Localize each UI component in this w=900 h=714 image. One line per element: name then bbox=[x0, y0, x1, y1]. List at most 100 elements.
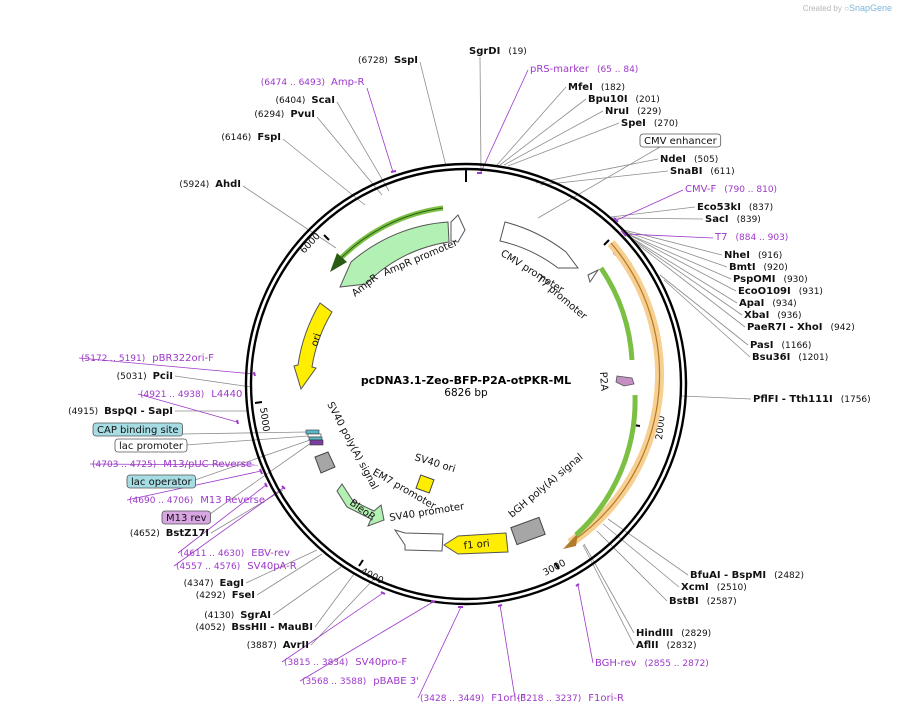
primer-sv40pa-r: (4557 .. 4576) SV40pA-R bbox=[176, 561, 297, 572]
leader-line bbox=[611, 217, 704, 220]
enzyme-fsei: FseI(4292) bbox=[196, 590, 255, 601]
leader-line bbox=[659, 274, 749, 346]
leader-line bbox=[537, 146, 661, 219]
primer-cmv-f: CMV-F(790 .. 810) bbox=[685, 184, 777, 195]
ampr-feature bbox=[339, 221, 450, 288]
feature-box-bg bbox=[126, 474, 196, 489]
enzyme-bspqi-sapi: BspQI - SapI(4915) bbox=[68, 406, 173, 417]
enzyme-hindiii: HindIII(2829) bbox=[636, 628, 711, 639]
lac-operator-feature bbox=[308, 436, 323, 441]
feature-box-lac-operator: lac operator bbox=[126, 474, 196, 489]
feature-box-lac-promoter: lac promoter bbox=[114, 438, 188, 453]
enzyme-name: NruI bbox=[605, 106, 629, 117]
sv40-ori-label: SV40 ori bbox=[413, 452, 456, 475]
enzyme-name: AhdI bbox=[215, 179, 241, 190]
leader-line bbox=[78, 357, 255, 375]
primer-name: SV40pro-F bbox=[355, 657, 407, 668]
enzyme-name: XbaI bbox=[744, 310, 769, 321]
feature-box-text: lac promoter bbox=[119, 441, 184, 452]
plasmid-name: pcDNA3.1-Zeo-BFP-P2A-otPKR-ML bbox=[361, 374, 571, 387]
leader-line bbox=[299, 601, 434, 682]
leader-line bbox=[256, 553, 323, 596]
enzyme-bstbi: BstBI(2587) bbox=[669, 596, 737, 607]
primer-position: (790 .. 810) bbox=[724, 185, 777, 195]
enzyme-position: (1166) bbox=[781, 341, 811, 351]
leader-line bbox=[366, 87, 394, 173]
leader-line bbox=[480, 69, 529, 173]
primer-name: BGH-rev bbox=[595, 658, 637, 669]
m13-rev-feature bbox=[309, 439, 324, 446]
enzyme-name: FseI bbox=[232, 590, 255, 601]
leader-line bbox=[610, 206, 696, 218]
scale-ticks bbox=[254, 234, 641, 570]
leader-line bbox=[596, 530, 668, 602]
enzyme-position: (2832) bbox=[667, 641, 697, 651]
leader-line bbox=[89, 463, 259, 466]
sv40-polya-feature bbox=[314, 451, 336, 474]
enzyme-paer7i-xhoi: PaeR7I - XhoI(942) bbox=[747, 322, 855, 333]
primer-name: SV40pA-R bbox=[247, 561, 296, 572]
leader-line bbox=[181, 431, 308, 435]
orf-arc-outline bbox=[569, 242, 661, 544]
enzyme-avrii: AvrII(3887) bbox=[247, 640, 309, 651]
enzyme-ecoo109i: EcoO109I(931) bbox=[738, 286, 823, 297]
enzyme-position: (4652) bbox=[130, 529, 160, 539]
enzyme-bmti: BmtI(920) bbox=[729, 262, 788, 273]
enzyme-nhei: NheI(916) bbox=[724, 250, 782, 261]
enzyme-sspi: SspI(6728) bbox=[358, 55, 418, 66]
primer-position: (4557 .. 4576) bbox=[176, 562, 240, 572]
enzyme-position: (6146) bbox=[221, 133, 251, 143]
feature-box-m13-rev: M13 rev bbox=[161, 510, 211, 525]
enzyme-position: (4130) bbox=[204, 611, 234, 621]
primer-name: L4440 bbox=[211, 389, 242, 400]
enzyme-name: Bpu10I bbox=[588, 94, 628, 105]
leader-line bbox=[282, 138, 366, 206]
leader-line bbox=[616, 189, 684, 221]
enzyme-name: PflFI - Tth111I bbox=[753, 394, 833, 405]
enzyme-name: PspOMI bbox=[733, 274, 775, 285]
enzyme-sgrai: SgrAI(4130) bbox=[204, 610, 271, 621]
leader-line bbox=[602, 523, 680, 588]
enzyme-name: NdeI bbox=[660, 154, 686, 165]
enzyme-name: PasI bbox=[750, 340, 773, 351]
enzyme-name: SnaBI bbox=[670, 166, 702, 177]
enzyme-position: (505) bbox=[694, 155, 718, 165]
feature-box-text: M13 rev bbox=[166, 513, 207, 524]
feature-box-bg bbox=[639, 133, 722, 148]
leader-line bbox=[310, 579, 374, 646]
leader-line bbox=[620, 230, 732, 280]
enzyme-position: (201) bbox=[636, 95, 660, 105]
primer-position: (65 .. 84) bbox=[597, 65, 638, 75]
leader-line bbox=[535, 158, 659, 184]
enzyme-position: (4052) bbox=[195, 623, 225, 633]
enzyme-spei: SpeI(270) bbox=[621, 118, 678, 129]
primer-position: (4703 .. 4725) bbox=[92, 460, 156, 470]
enzyme-position: (931) bbox=[799, 287, 823, 297]
primer-m13-puc-reverse: (4703 .. 4725)M13/pUC Reverse bbox=[92, 459, 252, 470]
feature-box-bg bbox=[92, 422, 183, 437]
primer-position: (3218 .. 3237) bbox=[517, 694, 581, 704]
plasmid-size: 6826 bp bbox=[444, 387, 488, 399]
feature-box-cap-binding-site: CAP binding site bbox=[92, 422, 183, 437]
enzyme-bfuai-bspmi: BfuAI - BspMI(2482) bbox=[690, 570, 804, 581]
enzyme-bpu10i: Bpu10I (201) bbox=[588, 94, 660, 105]
enzyme-sgrdi: SgrDI(19) bbox=[469, 46, 527, 57]
enzyme-position: (837) bbox=[749, 203, 773, 213]
f1-ori-feature bbox=[443, 532, 509, 555]
primer-name: pBABE 3' bbox=[373, 676, 419, 687]
enzyme-position: (2510) bbox=[717, 583, 747, 593]
enzyme-name: BmtI bbox=[729, 262, 756, 273]
enzyme-xcmi: XcmI(2510) bbox=[681, 582, 747, 593]
enzyme-nrui: NruI(229) bbox=[605, 106, 661, 117]
primer-position: (2855 .. 2872) bbox=[645, 659, 709, 669]
enzyme-ahdi: AhdI(5924) bbox=[179, 179, 241, 190]
enzyme-position: (942) bbox=[831, 323, 855, 333]
ampr-outline-dark bbox=[340, 207, 444, 259]
enzyme-position: (19) bbox=[508, 47, 526, 57]
enzyme-name: BstBI bbox=[669, 596, 699, 607]
feature-box-text: CMV enhancer bbox=[644, 136, 718, 147]
leader-line bbox=[177, 484, 267, 554]
bgh-polya-feature bbox=[510, 516, 546, 546]
enzyme-name: PvuI bbox=[290, 109, 315, 120]
backbone-outer-ring bbox=[244, 162, 688, 606]
